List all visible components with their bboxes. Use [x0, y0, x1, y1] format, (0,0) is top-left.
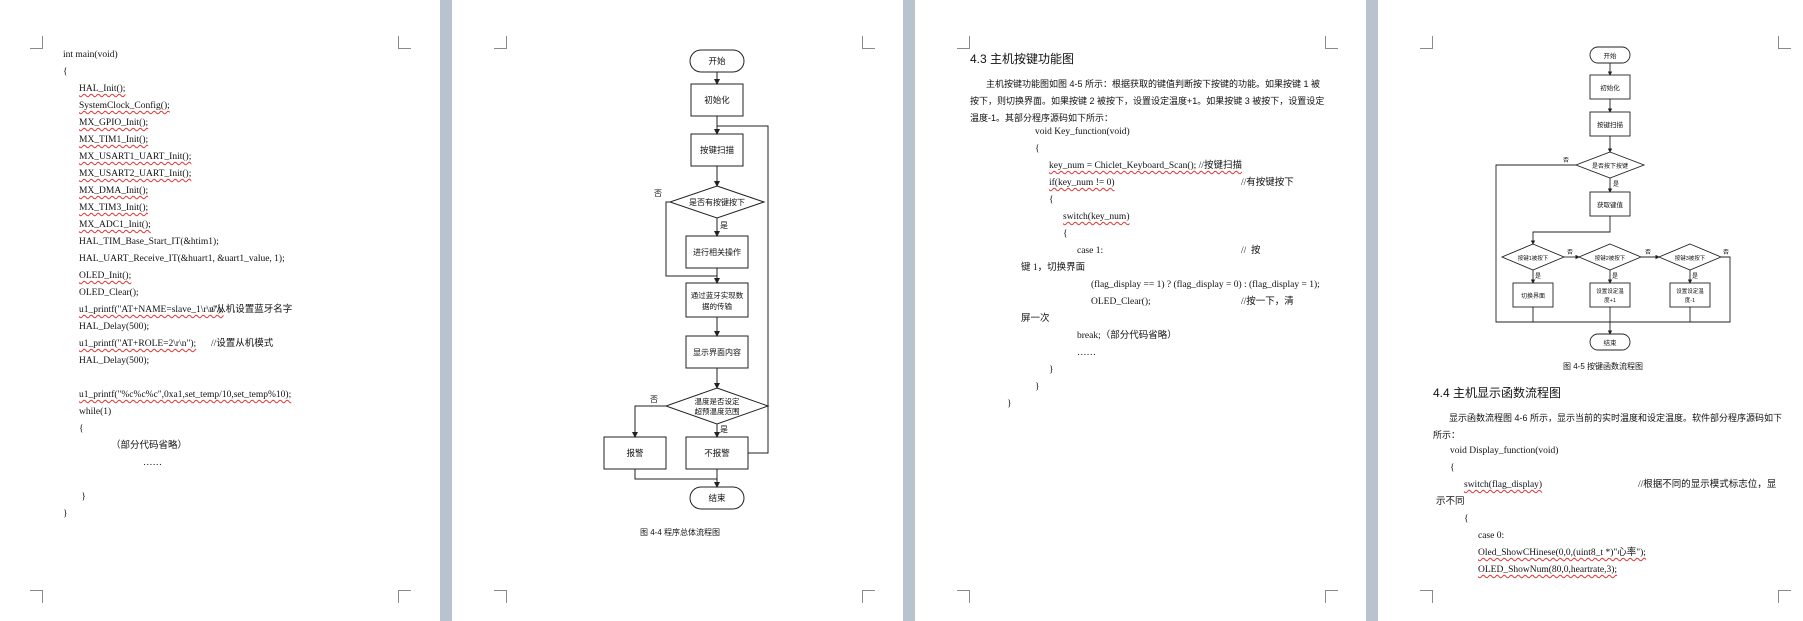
- document-page-2[interactable]: 开始 初始化 按键扫描 是否有按键按下 进行相关操作 通过蓝牙实现数 据的传输 …: [452, 0, 903, 621]
- branch-label: 是: [1612, 273, 1618, 280]
- branch-label: 否: [1563, 157, 1569, 164]
- crop-mark: [494, 590, 507, 603]
- document-page-3[interactable]: 4.3 主机按键功能图 主机按键功能图如图 4-5 所示：根据获取的键值判断按下…: [915, 0, 1366, 621]
- crop-mark: [398, 590, 411, 603]
- crop-mark: [398, 36, 411, 49]
- decision-temp: [664, 387, 770, 425]
- code-comment: // 按: [1241, 246, 1261, 256]
- branch-label: 否: [1645, 249, 1651, 256]
- section-heading: 4.3 主机按键功能图: [970, 52, 1075, 66]
- process-getkey: [1589, 191, 1631, 217]
- code-comment: //设置从机模式: [211, 339, 274, 349]
- process-bt: [685, 282, 749, 318]
- page-gap: [903, 0, 915, 621]
- node-label: 按键1被按下: [1518, 254, 1549, 262]
- node-label: 结束: [708, 493, 726, 503]
- document-page-1[interactable]: int main(void){HAL_Init();SystemClock_Co…: [0, 0, 440, 621]
- node-label: 通过蓝牙实现数: [691, 290, 744, 300]
- crop-mark: [494, 36, 507, 49]
- crop-mark: [957, 590, 970, 603]
- node-label: 按键2被按下: [1595, 254, 1626, 262]
- branch-label: 是: [720, 425, 728, 434]
- node-label: 切换界面: [1521, 292, 1545, 300]
- node-label: 超预温度范围: [695, 406, 740, 416]
- paragraph-line: 温度-1。其部分程序源码如下所示：: [970, 113, 1114, 123]
- branch-label: 否: [650, 395, 658, 404]
- crop-mark: [1325, 590, 1338, 603]
- code-comment: //根据不同的显示模式标志位，显: [1638, 480, 1777, 490]
- node-label: 温度是否设定: [695, 396, 740, 406]
- node-label: 按键扫描: [1597, 120, 1624, 129]
- crop-mark: [1778, 590, 1791, 603]
- branch-label: 否: [1567, 249, 1573, 256]
- node-label: 度+1: [1604, 296, 1616, 304]
- branch-label: 是: [1535, 273, 1541, 280]
- node-label: 是否按下按键: [1592, 162, 1628, 170]
- node-label: 按键3被按下: [1675, 254, 1706, 262]
- page-gap: [1366, 0, 1378, 621]
- crop-mark: [1778, 36, 1791, 49]
- crop-mark: [1420, 36, 1433, 49]
- page-gap: [440, 0, 452, 621]
- crop-mark: [1420, 590, 1433, 603]
- code-comment: //从机设置蓝牙名字: [211, 305, 293, 315]
- branch-label: 是: [1692, 273, 1698, 280]
- section-heading: 4.4 主机显示函数流程图: [1433, 386, 1562, 400]
- node-label: 显示界面内容: [693, 347, 741, 357]
- node-label: 获取键值: [1597, 200, 1624, 209]
- node-label: 按键扫描: [700, 145, 735, 155]
- node-label: 开始: [1604, 51, 1618, 60]
- paragraph-line: 显示函数流程图 4-6 所示，显示当前的实时温度和设定温度。软件部分程序源码如下: [1449, 413, 1783, 423]
- section-paragraph: 显示函数流程图 4-6 所示，显示当前的实时温度和设定温度。软件部分程序源码如下…: [1433, 410, 1783, 444]
- code-comment: //按一下，清: [1241, 297, 1294, 307]
- program-overall-flowchart: 开始 初始化 按键扫描 是否有按键按下 进行相关操作 通过蓝牙实现数 据的传输 …: [603, 49, 770, 510]
- node-label: 结束: [1604, 338, 1618, 347]
- figure-caption: 图 4-5 按键函数流程图: [1563, 362, 1644, 371]
- branch-label: 是: [720, 221, 728, 230]
- branch-label: 否: [654, 189, 662, 198]
- node-label: 据的传输: [702, 301, 732, 311]
- key-function-flowchart: 开始 初始化 按键扫描 是否按下按键 获取键值 按键1被按下 按键2被按下 按键…: [1495, 46, 1731, 351]
- crop-mark: [30, 590, 43, 603]
- code-comment: //有按键按下: [1241, 178, 1294, 188]
- node-label: 初始化: [1600, 83, 1620, 92]
- node-label: 设置设定温: [1596, 287, 1624, 295]
- section-paragraph: 主机按键功能图如图 4-5 所示：根据获取的键值判断按下按键的功能。如果按键 1…: [970, 76, 1330, 127]
- figure-caption: 图 4-4 程序总体流程图: [640, 528, 721, 537]
- node-label: 初始化: [704, 95, 730, 105]
- crop-mark: [957, 36, 970, 49]
- node-label: 开始: [708, 56, 726, 66]
- branch-label: 否: [1723, 249, 1729, 256]
- node-label: 进行相关操作: [693, 247, 741, 257]
- paragraph-line: 所示：: [1433, 430, 1461, 440]
- node-label: 度-1: [1685, 296, 1695, 304]
- crop-mark: [862, 36, 875, 49]
- process-noalarm: [685, 436, 749, 470]
- document-page-4[interactable]: 开始 初始化 按键扫描 是否按下按键 获取键值 按键1被按下 按键2被按下 按键…: [1378, 0, 1803, 621]
- process-op: [685, 235, 749, 269]
- node-label: 是否有按键按下: [689, 197, 745, 207]
- paragraph-line: 按下，则切换界面。如果按键 2 被按下，设置设定温度+1。如果按键 3 被按下，…: [970, 96, 1325, 106]
- branch-label: 是: [1613, 181, 1619, 188]
- node-label: 报警: [626, 448, 644, 458]
- process-display: [685, 335, 749, 369]
- node-label: 不报警: [704, 448, 730, 458]
- process-scan: [1589, 111, 1631, 137]
- crop-mark: [30, 36, 43, 49]
- crop-mark: [862, 590, 875, 603]
- node-label: 设置设定温: [1676, 287, 1704, 295]
- paragraph-line: 主机按键功能图如图 4-5 所示：根据获取的键值判断按下按键的功能。如果按键 1…: [986, 79, 1321, 89]
- crop-mark: [1325, 36, 1338, 49]
